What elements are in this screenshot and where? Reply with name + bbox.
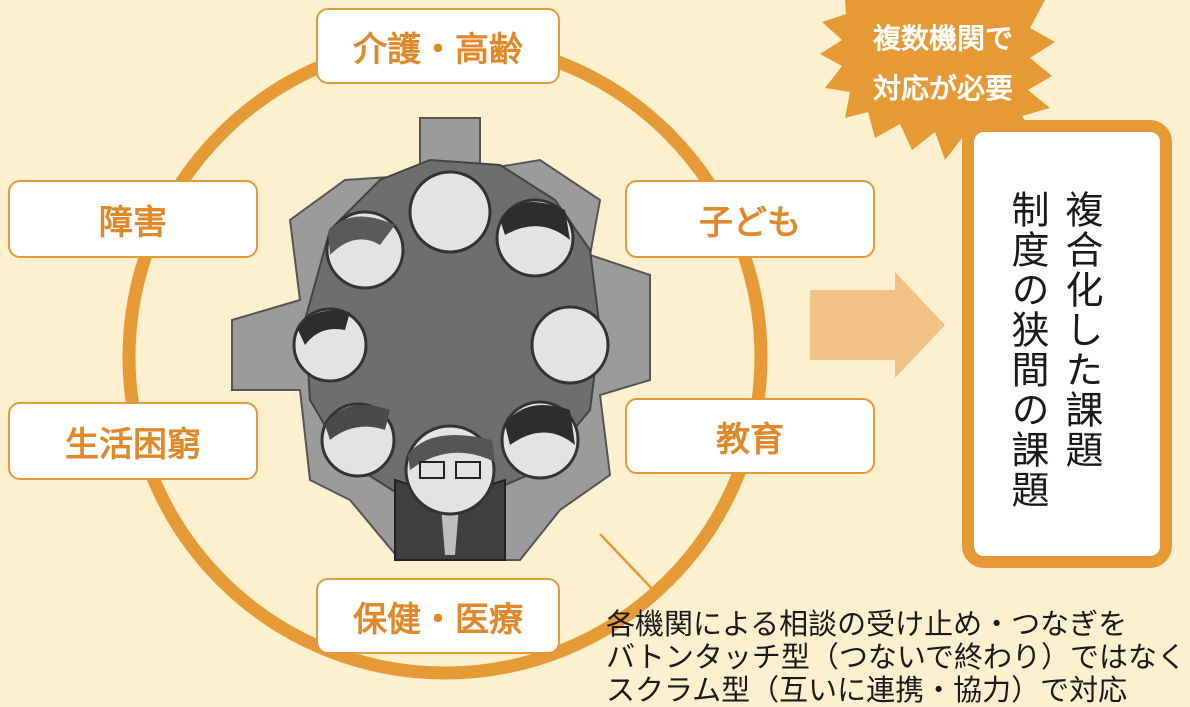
- starburst-text: 複数機関で 対応が必要: [838, 14, 1048, 114]
- right-arrow-icon: [810, 272, 945, 378]
- caption-pointer-line: [599, 533, 658, 595]
- starburst-line-1: 複数機関で: [872, 22, 1013, 55]
- starburst-line-2: 対応が必要: [872, 72, 1013, 105]
- caption-line-3: スクラム型（互いに連携・協力）で対応: [606, 673, 1128, 707]
- caption-line-1: 各機関による相談の受け止め・つなぎを: [606, 607, 1128, 641]
- issues-panel: 複合化した課題 制度の狭間の課題: [962, 120, 1172, 568]
- caption-line-2: バトンタッチ型（つないで終わり）ではなく: [606, 640, 1187, 674]
- scrum-illustration: [231, 117, 651, 561]
- label-seikatsu-konkyu: 生活困窮: [8, 402, 258, 480]
- label-shogai: 障害: [8, 180, 258, 258]
- label-kodomo: 子ども: [625, 180, 875, 258]
- label-kyoiku: 教育: [625, 398, 875, 474]
- label-kaigo-koureisha: 介護・高齢: [316, 8, 560, 84]
- panel-text-complex-issues: 複合化した課題: [1059, 190, 1103, 470]
- label-hoken-iryo: 保健・医療: [316, 578, 560, 654]
- caption: 各機関による相談の受け止め・つなぎを バトンタッチ型（つないで終わり）ではなく …: [606, 608, 1190, 707]
- panel-text-system-gap-issues: 制度の狭間の課題: [1005, 190, 1049, 510]
